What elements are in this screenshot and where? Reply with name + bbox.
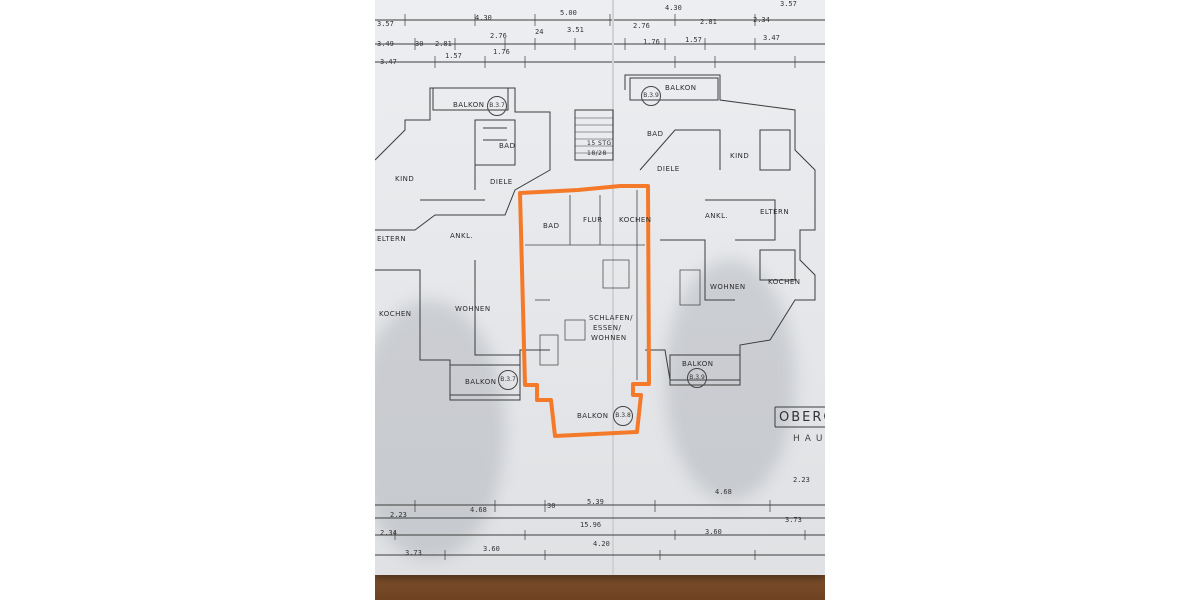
- dim-top-13: 2.81: [700, 18, 717, 26]
- dim-bottom-12: 4.20: [593, 540, 610, 548]
- room-label-essen: ESSEN/: [593, 324, 622, 332]
- room-label-kochen-left: KOCHEN: [379, 310, 412, 318]
- dim-bottom-5: 4.68: [715, 488, 732, 496]
- room-label-kochen-mid: KOCHEN: [619, 216, 652, 224]
- dim-top-6: 3.49: [377, 40, 394, 48]
- room-label-bad-left: BAD: [499, 142, 516, 150]
- room-label-kind-left: KIND: [395, 175, 415, 183]
- room-label-bad-right: BAD: [647, 130, 664, 138]
- room-label-wohnen-mid: WOHNEN: [591, 334, 627, 342]
- dim-top-2: 4.30: [475, 14, 492, 22]
- room-label-balkon-top-right: BALKON: [665, 84, 697, 92]
- room-label-eltern-left: ELTERN: [377, 235, 407, 243]
- room-label-balkon-bottom-right: BALKON: [682, 360, 714, 368]
- room-label-eltern-right: ELTERN: [760, 208, 790, 216]
- dim-top-19: 1.57: [685, 36, 702, 44]
- dim-bottom-13: 3.60: [705, 528, 722, 536]
- room-label-balkon-mid: BALKON: [577, 412, 609, 420]
- dim-top-1: 3.57: [377, 20, 394, 28]
- stair-ratio: 18/28: [587, 150, 607, 157]
- dim-top-11: 3.51: [567, 26, 584, 34]
- balkon-code-mid: B.3.8: [613, 406, 633, 426]
- balkon-code-top-left: B.3.7: [487, 96, 507, 116]
- dim-bottom-8: 15.96: [580, 521, 602, 529]
- dim-top-17: 1.76: [493, 48, 510, 56]
- highlighted-apartment-outline: [518, 184, 651, 438]
- dim-top-12: 2.76: [633, 22, 650, 30]
- room-label-kochen-right: KOCHEN: [768, 278, 801, 286]
- room-label-flur-mid: FLUR: [583, 216, 603, 224]
- floor-subtitle: HAU: [793, 434, 825, 444]
- dim-top-14: 2.34: [753, 16, 770, 24]
- room-label-balkon-top-left: BALKON: [453, 101, 485, 109]
- dim-top-9: 2.76: [490, 32, 507, 40]
- dim-bottom-4: 5.39: [587, 498, 604, 506]
- dim-bottom-6: 2.23: [793, 476, 810, 484]
- balkon-code-top-right: B.3.9: [641, 86, 661, 106]
- dim-top-4: 4.30: [665, 4, 682, 12]
- dim-bottom-2: 4.68: [470, 506, 487, 514]
- dim-top-16: 1.57: [445, 52, 462, 60]
- dim-top-8: 2.81: [435, 40, 452, 48]
- room-label-ankl-left: ANKL.: [450, 232, 474, 240]
- balkon-code-bottom-left: B.3.7: [498, 370, 518, 390]
- room-label-diele-right: DIELE: [657, 165, 680, 173]
- dim-top-20: 3.47: [763, 34, 780, 42]
- hand-shadow-left: [375, 300, 505, 560]
- dim-bottom-10: 3.73: [405, 549, 422, 557]
- room-label-wohnen-right: WOHNEN: [710, 283, 746, 291]
- dim-bottom-3: 30: [547, 502, 556, 510]
- dim-top-3: 5.00: [560, 9, 577, 17]
- floor-plan-photo: 3.57 4.30 5.00 4.30 3.57 3.49 30 2.81 2.…: [375, 0, 825, 600]
- floor-plan-drawing: [375, 0, 825, 575]
- dim-bottom-7: 2.34: [380, 529, 397, 537]
- room-label-balkon-bottom-left: BALKON: [465, 378, 497, 386]
- floor-title: OBERGE: [779, 410, 825, 425]
- dim-bottom-9: 3.73: [785, 516, 802, 524]
- dim-bottom-1: 2.23: [390, 511, 407, 519]
- dim-top-10: 24: [535, 28, 544, 36]
- room-label-ankl-right: ANKL.: [705, 212, 729, 220]
- dim-top-7: 30: [415, 40, 424, 48]
- balkon-code-bottom-right: B.3.9: [687, 368, 707, 388]
- dim-top-18: 1.76: [643, 38, 660, 46]
- floor-plan-paper: 3.57 4.30 5.00 4.30 3.57 3.49 30 2.81 2.…: [375, 0, 825, 575]
- room-label-wohnen-left: WOHNEN: [455, 305, 491, 313]
- dim-top-5: 3.57: [780, 0, 797, 8]
- room-label-diele-left: DIELE: [490, 178, 513, 186]
- room-label-kind-right: KIND: [730, 152, 750, 160]
- dim-top-15: 3.47: [380, 58, 397, 66]
- room-label-bad-mid: BAD: [543, 222, 560, 230]
- stair-label: 15 STG: [587, 140, 612, 147]
- room-label-schlafen: SCHLAFEN/: [589, 314, 633, 322]
- dim-bottom-11: 3.60: [483, 545, 500, 553]
